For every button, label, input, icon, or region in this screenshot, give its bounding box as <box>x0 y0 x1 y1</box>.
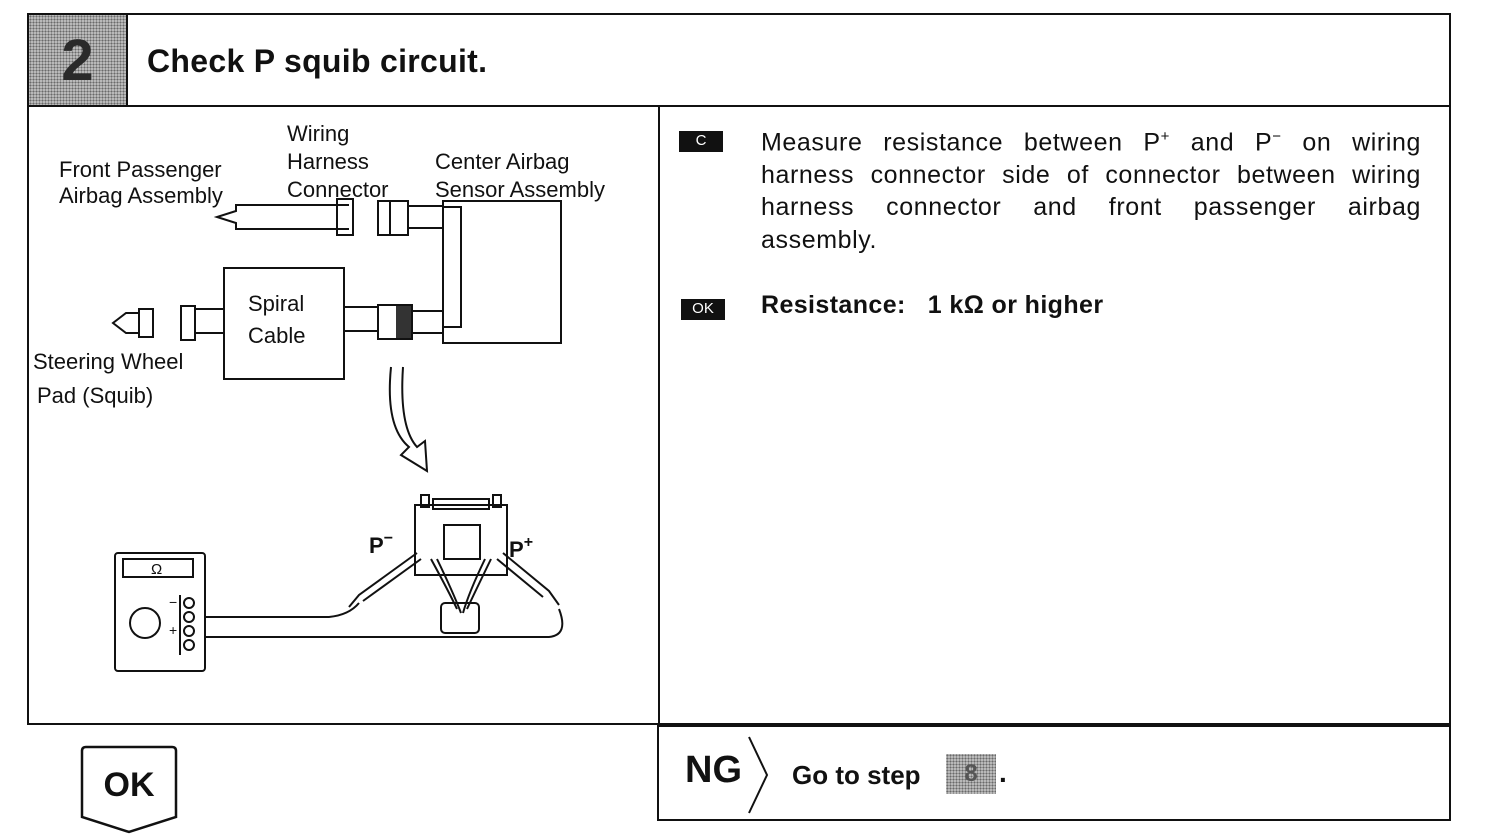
step-title: Check P squib circuit. <box>147 43 488 79</box>
label-p-plus: P+ <box>509 534 533 562</box>
step-number-box: 2 <box>29 15 128 105</box>
probe-minus <box>348 552 418 608</box>
panel-divider <box>658 107 660 725</box>
harness-connector-left <box>336 198 354 236</box>
label-spiral-cable-1: Spiral <box>248 291 304 316</box>
target-step-number: 8 <box>964 760 978 787</box>
meter-display-ohm: Ω <box>151 561 162 578</box>
ok-arrow-icon <box>80 745 178 834</box>
ng-branch: NG Go to step 8 . <box>657 725 1451 821</box>
front-passenger-harness <box>213 204 349 230</box>
meter-minus: − <box>169 594 177 610</box>
wiring-diagram: Front Passenger Airbag Assembly Wiring H… <box>29 107 658 725</box>
multimeter <box>114 552 206 672</box>
meter-plus: + <box>169 622 177 638</box>
label-steering-wheel-1: Steering Wheel <box>33 349 183 374</box>
label-center-airbag-1: Center Airbag <box>435 149 570 174</box>
label-front-passenger-1: Front Passenger <box>59 157 222 182</box>
ok-branch-label: OK <box>103 766 155 804</box>
harness-connector-right <box>377 200 409 236</box>
step-number: 2 <box>61 27 94 93</box>
spiral-connector <box>377 304 413 340</box>
target-step-link[interactable]: 8 <box>946 754 996 794</box>
ng-label: NG <box>685 749 742 791</box>
probe-plus <box>502 552 560 606</box>
chevron-right-icon <box>748 736 769 814</box>
label-p-minus: P− <box>369 530 393 558</box>
label-center-airbag-2: Sensor Assembly <box>435 177 605 202</box>
steering-connector-right <box>180 305 196 341</box>
label-steering-wheel-2: Pad (Squib) <box>37 383 153 408</box>
instruction-text: Measure resistance between P+ and P− on … <box>761 128 1421 254</box>
ng-period: . <box>999 757 1007 788</box>
check-tag: C <box>679 131 723 152</box>
spiral-cable-box <box>223 267 345 380</box>
ng-go-to-text: Go to step <box>792 760 921 790</box>
label-wiring-harness-3: Connector <box>287 177 389 202</box>
label-wiring-harness-1: Wiring <box>287 121 349 146</box>
procedure-frame: 2 Check P squib circuit. <box>27 13 1451 725</box>
steering-connector-left <box>138 308 154 338</box>
label-front-passenger-2: Airbag Assembly <box>59 183 223 208</box>
test-lead-minus <box>205 602 360 618</box>
label-spiral-cable-2: Cable <box>248 323 305 348</box>
connector-closeup <box>414 504 508 576</box>
step-header: 2 Check P squib circuit. <box>29 15 1449 107</box>
resistance-spec: Resistance: 1 kΩ or higher <box>761 291 1104 319</box>
instruction-panel: C Measure resistance between P+ and P− o… <box>660 107 1451 725</box>
label-wiring-harness-2: Harness <box>287 149 369 174</box>
curved-arrow-icon <box>388 366 429 473</box>
test-lead-plus <box>205 608 564 638</box>
sensor-connector <box>442 206 462 328</box>
ok-tag: OK <box>681 299 725 320</box>
